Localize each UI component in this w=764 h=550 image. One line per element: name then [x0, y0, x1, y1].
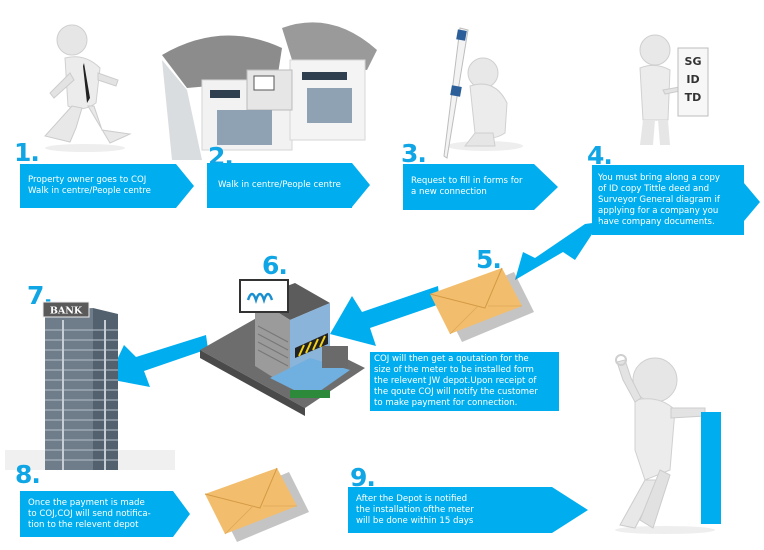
step-3-text: Request to fill in forms for a new conne…	[411, 176, 523, 197]
document-label-id: ID	[686, 73, 699, 86]
step-6-box: COJ will then get a qoutation for the si…	[370, 352, 559, 411]
step-8-arrow-tip	[173, 491, 190, 537]
step-3-number: 3.	[401, 139, 427, 168]
step-6-number: 6.	[262, 251, 288, 280]
person-with-pen-icon	[443, 27, 523, 159]
envelope-icon	[429, 267, 534, 342]
walking-person-icon	[44, 24, 132, 152]
step-4-arrow-tip	[744, 183, 760, 221]
person-leaning-icon	[615, 354, 721, 534]
step-1-box: Property owner goes to COJ Walk in centr…	[20, 164, 176, 208]
step-1-arrow-tip	[176, 164, 194, 208]
blue-bar	[701, 412, 721, 524]
step-4-text: You must bring along a copy of ID copy T…	[598, 172, 721, 227]
step-2-box: Walk in centre/People centre	[207, 163, 352, 208]
step-1-text: Property owner goes to COJ Walk in centr…	[28, 175, 151, 196]
step-6-text: COJ will then get a qoutation for the si…	[374, 354, 538, 408]
flow-arrow-5-to-6	[330, 286, 440, 346]
person-with-document-icon: SG ID TD	[639, 34, 709, 145]
step-2-text: Walk in centre/People centre	[218, 180, 341, 190]
flow-arrow-6-to-7	[108, 335, 208, 387]
document-label-sg: SG	[685, 55, 702, 68]
step-4-number: 4.	[587, 141, 613, 170]
document-label-td: TD	[685, 91, 702, 104]
office-building-icon	[162, 22, 377, 160]
bank-sign-text: BANK	[50, 306, 83, 317]
step-8-number: 8.	[15, 460, 41, 489]
step-3-box: Request to fill in forms for a new conne…	[403, 164, 534, 210]
step-8-text: Once the payment is made to COJ,COJ will…	[28, 497, 151, 530]
step-2-arrow-tip	[352, 163, 370, 207]
flow-arrow-4-to-5	[515, 222, 600, 280]
envelope-icon-step-8	[204, 467, 309, 542]
step-1-number: 1.	[14, 138, 40, 167]
step-5-number: 5.	[476, 245, 502, 274]
step-9-arrow-tip	[552, 487, 588, 533]
bank-tower-icon: BANK	[5, 301, 175, 470]
depot-building-icon	[200, 279, 365, 416]
step-9-box: After the Depot is notified the installa…	[348, 487, 552, 533]
step-4-box: You must bring along a copy of ID copy T…	[592, 165, 744, 235]
step-9-text: After the Depot is notified the installa…	[356, 493, 474, 526]
step-9-number: 9.	[350, 463, 376, 492]
step-8-box: Once the payment is made to COJ,COJ will…	[20, 491, 173, 537]
step-3-arrow-tip	[534, 164, 558, 210]
